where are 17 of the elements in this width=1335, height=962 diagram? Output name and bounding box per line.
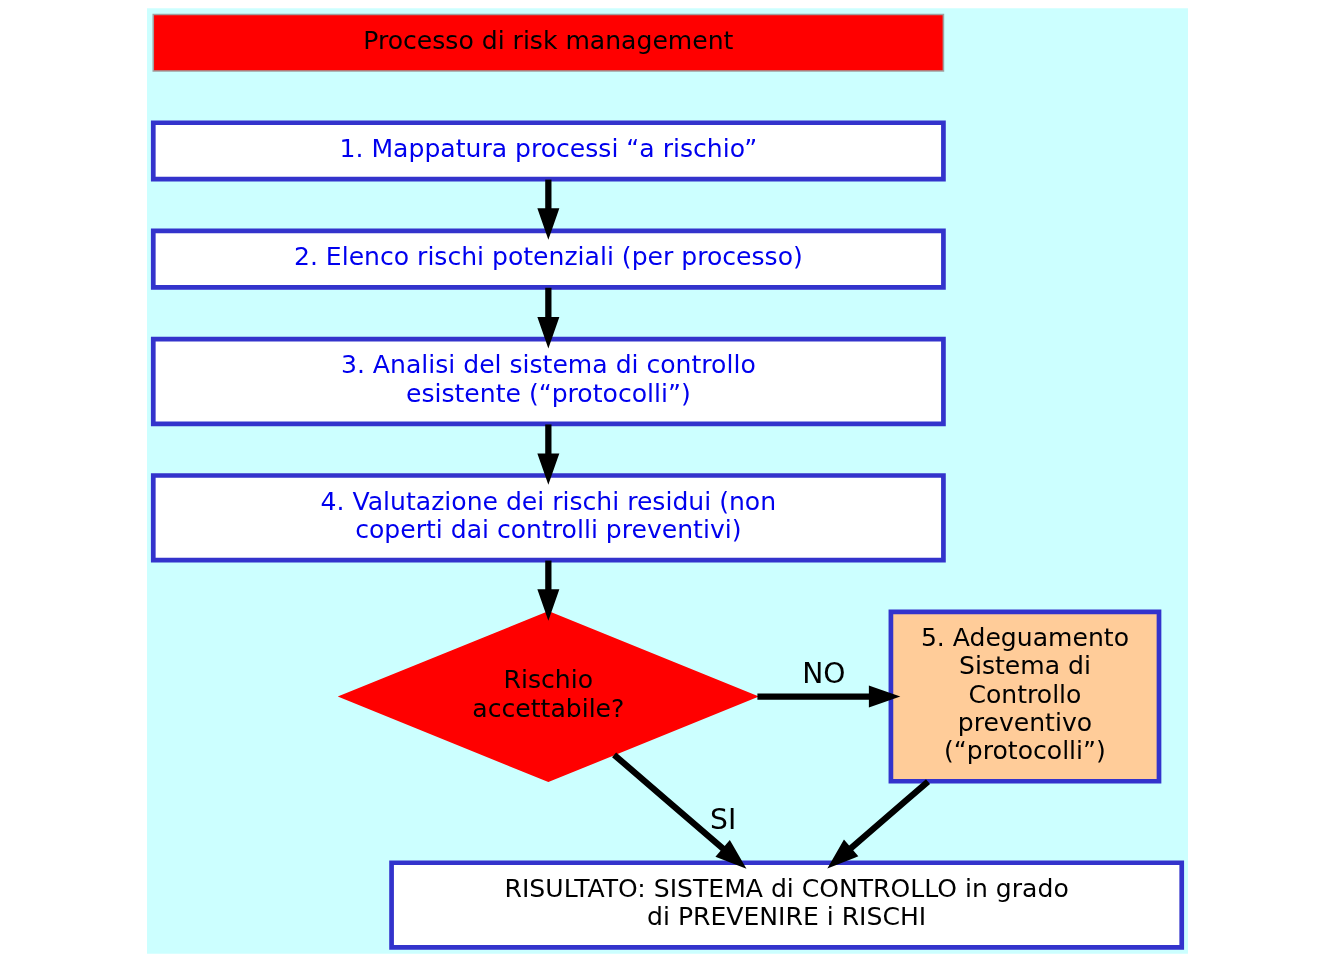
arrow: [612, 752, 747, 869]
arrow: [537, 179, 560, 240]
arrow: [537, 287, 560, 349]
arrow: [537, 424, 560, 485]
node-box: RISULTATO: SISTEMA di CONTROLLO in grado di PREVENIRE i RISCHI: [389, 860, 1185, 950]
edge-label: SI: [710, 802, 737, 836]
node-box: Processo di risk management: [152, 13, 945, 72]
node-box: 3. Analisi del sistema di controllo esistente (“protocolli”): [150, 336, 946, 427]
edge-label: NO: [802, 657, 846, 691]
node-box: 2. Elenco rischi potenziali (per processo): [150, 228, 946, 290]
node-diamond: Rischio accettabile?: [337, 611, 759, 783]
node-box: 1. Mappatura processi “a rischio”: [150, 120, 946, 182]
arrow: [757, 685, 901, 708]
arrow: [537, 560, 560, 621]
node-box: 5. Adeguamento Sistema di Controllo preventivo (“protocolli”): [888, 609, 1162, 784]
node-box: 4. Valutazione dei rischi residui (non coperti dai controlli preventivi): [150, 473, 946, 563]
arrow: [827, 779, 931, 869]
